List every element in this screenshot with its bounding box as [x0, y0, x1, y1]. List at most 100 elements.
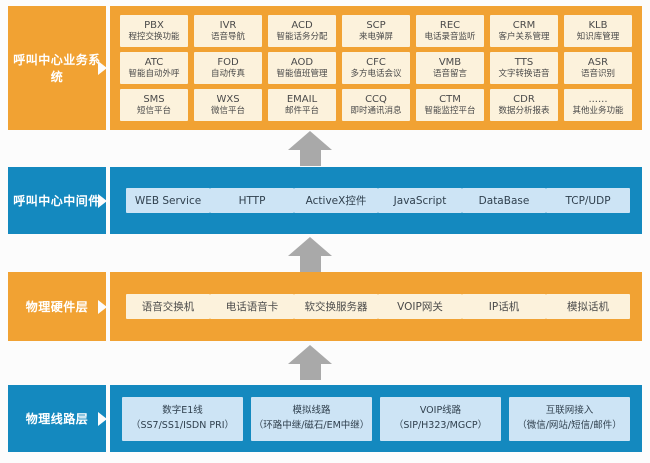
box-subtitle: 智能自动外呼: [128, 69, 180, 80]
middleware-box: TCP/UDP: [546, 188, 630, 213]
label-divider: [98, 272, 110, 341]
line-box: 互联网接入 （微信/网站/短信/邮件）: [509, 396, 630, 441]
box-subtitle: 短信平台: [136, 106, 171, 117]
box-title: ASR: [587, 56, 609, 68]
box-subtitle: （SS7/SS1/ISDN PRI）: [130, 419, 235, 431]
hardware-box: 语音交换机: [126, 294, 210, 319]
box-title: VOIP线路: [419, 405, 462, 417]
line-box: 模拟线路（环路中继/磁石/EM中继）: [251, 396, 372, 441]
box-title: TTS: [514, 56, 534, 68]
hardware-box: 软交换服务器: [294, 294, 378, 319]
box-title: CTM: [439, 93, 461, 105]
hardware-box: VOIP网关: [378, 294, 462, 319]
arrow-head: [288, 131, 332, 150]
middleware-box: ActiveX控件: [294, 188, 378, 213]
middleware-boxes-row: WEB Service HTTP ActiveX控件 JavaScript Da…: [110, 167, 646, 234]
box-subtitle: 多方电话会议: [350, 69, 402, 80]
box-title: AOD: [290, 56, 314, 68]
business-box: ......其他业务功能: [564, 89, 632, 121]
layer-middleware-label: 呼叫中心中间件: [13, 194, 101, 208]
arrow-stem: [299, 256, 321, 272]
layer-hardware: 物理硬件层 语音交换机 电话语音卡 软交换服务器 VOIP网关 IP话机 模拟话…: [8, 272, 642, 341]
middleware-box: DataBase: [462, 188, 546, 213]
box-subtitle: 来电弹屏: [358, 32, 393, 43]
hardware-box: 模拟话机: [546, 294, 630, 319]
arrow-head: [288, 345, 332, 364]
box-subtitle: 微信平台: [210, 106, 245, 117]
box-title: ACD: [291, 19, 313, 31]
box-subtitle: （环路中继/磁石/EM中继）: [253, 419, 370, 431]
box-title: ......: [588, 93, 608, 105]
box-subtitle: 智能话务分配: [276, 32, 328, 43]
layer-lines-label: 物理线路层: [25, 412, 89, 426]
label-divider: [98, 167, 110, 234]
hardware-box: IP话机: [462, 294, 546, 319]
box-title: CFC: [366, 56, 386, 68]
box-subtitle: 即时通讯消息: [350, 106, 402, 117]
box-subtitle: 电话录音监听: [424, 32, 476, 43]
up-arrow-icon: [288, 237, 332, 272]
box-subtitle: 语音留言: [432, 69, 467, 80]
box-title: 互联网接入: [545, 405, 594, 417]
up-arrow-icon: [288, 131, 332, 166]
up-arrow-icon: [288, 345, 332, 380]
right-triangle-icon: [98, 411, 107, 426]
middleware-box: HTTP: [210, 188, 294, 213]
box-subtitle: 客户关系管理: [498, 32, 550, 43]
box-subtitle: （微信/网站/短信/邮件）: [517, 419, 622, 431]
box-title: CDR: [513, 93, 535, 105]
right-triangle-icon: [98, 299, 107, 314]
label-divider: [98, 385, 110, 452]
box-title: ATC: [144, 56, 164, 68]
box-subtitle: 程控交换功能: [128, 32, 180, 43]
box-title: 数字E1线: [162, 405, 203, 417]
arrow-stem: [299, 364, 321, 380]
box-subtitle: 邮件平台: [284, 106, 319, 117]
line-box: VOIP线路 （SIP/H323/MGCP）: [380, 396, 501, 441]
box-subtitle: 其他业务功能: [572, 106, 624, 117]
box-subtitle: 语音导航: [210, 32, 245, 43]
label-divider: [98, 6, 110, 130]
box-title: CRM: [512, 19, 536, 31]
box-subtitle: 文字转换语音: [498, 69, 550, 80]
layer-middleware: 呼叫中心中间件 WEB Service HTTP ActiveX控件 JavaS…: [8, 167, 642, 234]
box-title: WXS: [216, 93, 240, 105]
box-subtitle: 语音识别: [580, 69, 615, 80]
box-title: VMB: [438, 56, 462, 68]
box-title: PBX: [144, 19, 164, 31]
box-subtitle: 智能监控平台: [424, 106, 476, 117]
box-title: CCQ: [365, 93, 387, 105]
hardware-boxes-row: 语音交换机 电话语音卡 软交换服务器 VOIP网关 IP话机 模拟话机: [110, 272, 646, 341]
middleware-box: JavaScript: [378, 188, 462, 213]
box-subtitle: 智能值班管理: [276, 69, 328, 80]
box-title: SMS: [143, 93, 165, 105]
box-subtitle: 数据分析报表: [498, 106, 550, 117]
hardware-box: 电话语音卡: [210, 294, 294, 319]
arrow-head: [288, 237, 332, 256]
box-title: KLB: [588, 19, 608, 31]
box-subtitle: 自动传真: [210, 69, 245, 80]
box-subtitle: （SIP/H323/MGCP）: [393, 419, 488, 431]
box-title: IVR: [219, 19, 237, 31]
